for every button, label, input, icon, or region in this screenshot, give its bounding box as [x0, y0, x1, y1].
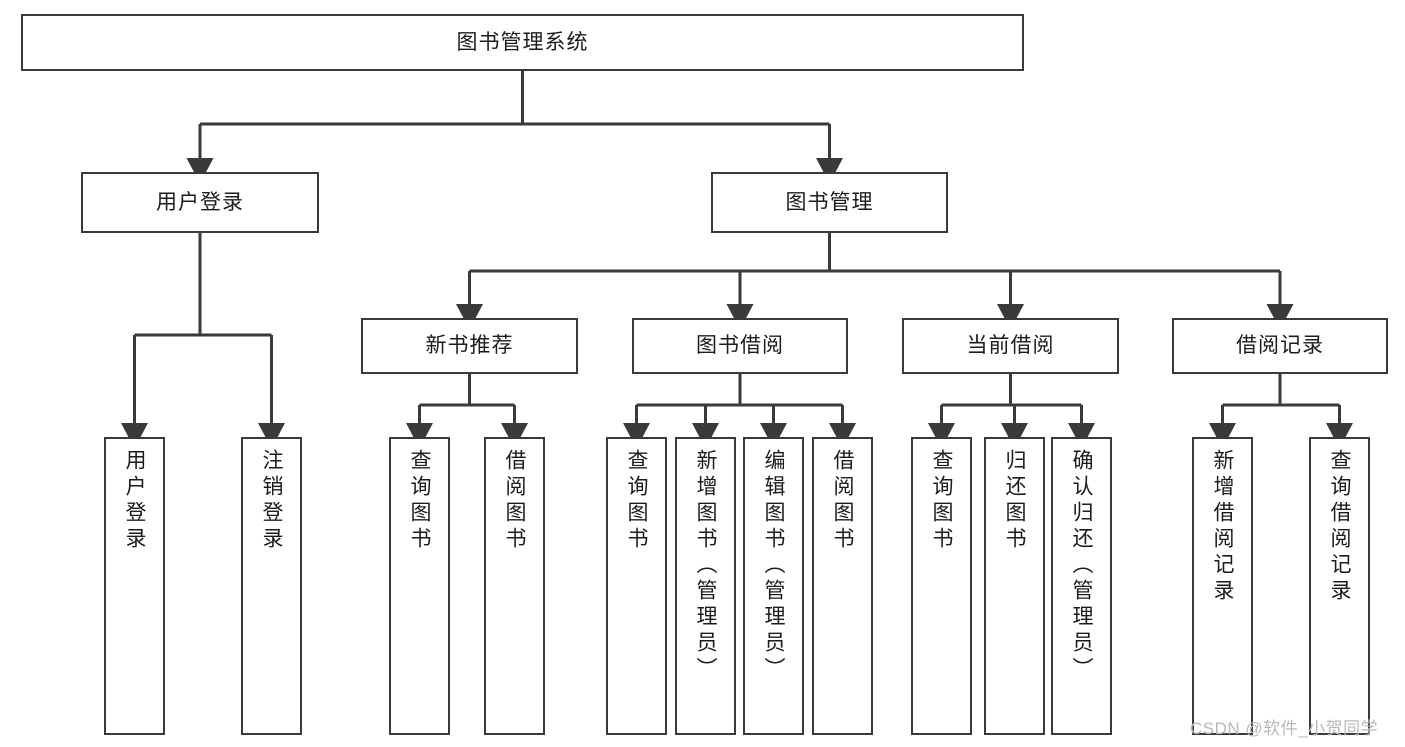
leaf-borrow-book-1-label: 借阅图书 — [503, 449, 526, 553]
node-current-borrow[interactable]: 当前借阅 — [902, 318, 1119, 374]
leaf-borrow-book-2[interactable]: 借阅图书 — [812, 437, 873, 735]
leaf-user-login-label: 用户登录 — [123, 449, 146, 553]
node-current-borrow-label: 当前借阅 — [966, 334, 1055, 358]
node-root[interactable]: 图书管理系统 — [21, 14, 1024, 71]
leaf-add-borrow-record[interactable]: 新增借阅记录 — [1192, 437, 1253, 735]
leaf-confirm-return-label: 确认归还（管理员） — [1070, 449, 1093, 683]
leaf-query-book-3[interactable]: 查询图书 — [911, 437, 972, 735]
node-root-label: 图书管理系统 — [456, 30, 589, 54]
leaf-return-book[interactable]: 归还图书 — [984, 437, 1045, 735]
leaf-user-login[interactable]: 用户登录 — [104, 437, 165, 735]
leaf-query-borrow-record-label: 查询借阅记录 — [1328, 449, 1351, 605]
leaf-borrow-book-1[interactable]: 借阅图书 — [484, 437, 545, 735]
leaf-borrow-book-2-label: 借阅图书 — [831, 449, 854, 553]
node-borrow-record-label: 借阅记录 — [1236, 334, 1324, 358]
node-book-borrow-label: 图书借阅 — [696, 334, 784, 358]
leaf-query-book-2[interactable]: 查询图书 — [606, 437, 667, 735]
node-new-book-recommend-label: 新书推荐 — [425, 334, 514, 358]
leaf-add-borrow-record-label: 新增借阅记录 — [1211, 449, 1234, 605]
node-user-login-label: 用户登录 — [156, 190, 244, 214]
node-user-login[interactable]: 用户登录 — [81, 172, 319, 233]
node-book-manage[interactable]: 图书管理 — [711, 172, 948, 233]
leaf-query-book-1[interactable]: 查询图书 — [389, 437, 450, 735]
node-new-book-recommend[interactable]: 新书推荐 — [361, 318, 578, 374]
csdn-watermark: CSDN @软件_小贺同学 — [1190, 719, 1379, 738]
leaf-add-book[interactable]: 新增图书（管理员） — [675, 437, 736, 735]
leaf-add-book-label: 新增图书（管理员） — [694, 449, 717, 683]
leaf-confirm-return[interactable]: 确认归还（管理员） — [1051, 437, 1112, 735]
leaf-return-book-label: 归还图书 — [1003, 449, 1026, 553]
node-book-manage-label: 图书管理 — [785, 190, 874, 214]
leaf-edit-book-label: 编辑图书（管理员） — [762, 449, 785, 683]
node-borrow-record[interactable]: 借阅记录 — [1172, 318, 1388, 374]
leaf-query-book-1-label: 查询图书 — [408, 449, 431, 553]
leaf-user-logout-label: 注销登录 — [260, 449, 283, 553]
leaf-query-book-3-label: 查询图书 — [930, 449, 953, 553]
leaf-user-logout[interactable]: 注销登录 — [241, 437, 302, 735]
node-book-borrow[interactable]: 图书借阅 — [632, 318, 848, 374]
leaf-edit-book[interactable]: 编辑图书（管理员） — [743, 437, 804, 735]
leaf-query-borrow-record[interactable]: 查询借阅记录 — [1309, 437, 1370, 735]
leaf-query-book-2-label: 查询图书 — [625, 449, 648, 553]
